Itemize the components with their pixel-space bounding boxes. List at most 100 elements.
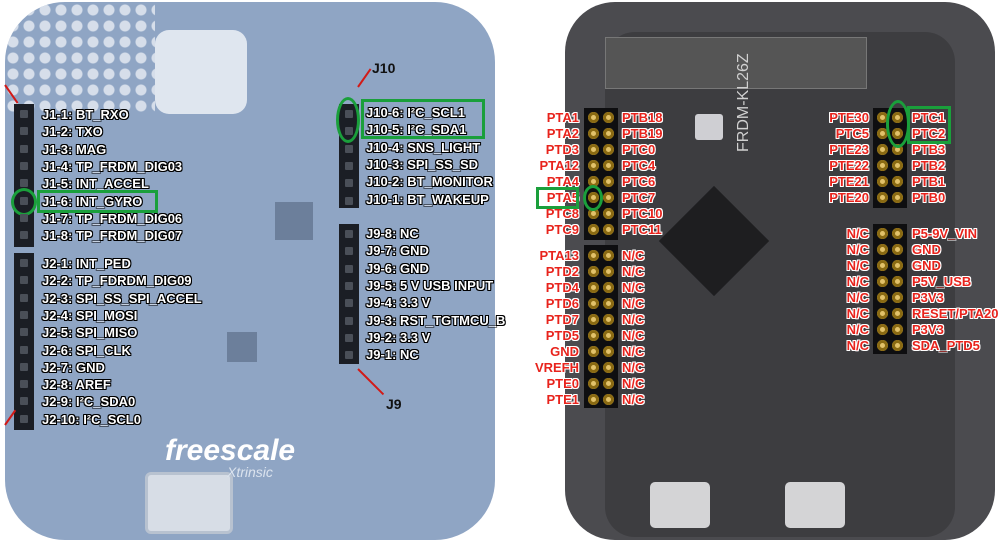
right-inner2-label: N/C [846, 258, 869, 273]
header-pin [345, 351, 353, 360]
header-pin [892, 244, 903, 255]
header-pin [20, 161, 28, 170]
header-pin [877, 260, 888, 271]
j2-pin-label: J2-6: SPI_CLK [42, 342, 131, 358]
header-pin [877, 112, 888, 123]
left-outer2-label: PTD2 [545, 264, 579, 279]
j9-pin-label: J9-8: NC [366, 226, 419, 241]
right-outer-label: PTB1 [912, 174, 946, 189]
left-inner-label: PTC6 [622, 174, 656, 189]
j1-pin-label: J1-1: BT_RXO [42, 107, 129, 122]
header-pin [603, 224, 614, 235]
xtrinsic-logo: Xtrinsic [227, 464, 273, 480]
left-outer-label: PTA12 [539, 158, 580, 173]
left-outer2-label: PTA13 [539, 248, 580, 263]
header-right-lower [873, 224, 907, 354]
j2-pin-label: J2-1: INT_PED [42, 256, 131, 271]
left-inner-label: PTC4 [622, 158, 656, 173]
header-pin [20, 414, 28, 423]
header-pin [345, 179, 353, 188]
header-pin [20, 310, 28, 319]
left-outer-label: PTA5 [546, 190, 579, 205]
j9-pin-label: J9-4: 3.3 V [366, 295, 431, 311]
right-inner2-label: N/C [846, 322, 869, 337]
j2-pin-label: J2-4: SPI_MOSI [42, 307, 138, 323]
left-outer2-label: PTE1 [546, 392, 579, 407]
usb-sda-connector [650, 482, 710, 528]
header-pin [345, 127, 353, 136]
left-outer2-label: PTE0 [546, 376, 579, 391]
header-pin [588, 208, 599, 219]
board-title: FRDM-KL26Z [735, 53, 752, 152]
header-pin [603, 144, 614, 155]
header-pin [588, 346, 599, 357]
header-pin [20, 179, 28, 188]
j10-pin-label: J10-4: SNS_LIGHT [366, 139, 481, 155]
header-pin [345, 110, 353, 118]
header-pin [20, 127, 28, 136]
header-pin [892, 260, 903, 271]
right-outer2-label: GND [912, 242, 941, 257]
j10-pin-label: J10-6: I²C_SCL1 [366, 105, 465, 120]
header-pin [20, 231, 28, 240]
left-inner2-label: N/C [622, 280, 645, 295]
header-pin [892, 308, 903, 319]
j1-pin-label: J1-8: TP_FRDM_DIG07 [42, 228, 183, 244]
left-outer-label: PTD3 [545, 142, 579, 157]
left-outer-label: PTA1 [546, 110, 579, 125]
j10-header-label: J10 [372, 60, 396, 76]
header-pin [345, 316, 353, 325]
j10-pin-label: J10-2: BT_MONITOR [366, 174, 493, 190]
j9-pin-label: J9-2: 3.3 V [366, 329, 431, 345]
right-inner2-label: N/C [846, 226, 869, 241]
header-pin [603, 192, 614, 203]
left-outer2-label: PTD4 [545, 280, 579, 295]
header-pin [588, 144, 599, 155]
right-inner2-label: N/C [846, 274, 869, 289]
header-pin [588, 128, 599, 139]
right-inner2-label: N/C [846, 242, 869, 257]
header-pin [892, 228, 903, 239]
right-outer2-label: SDA_PTD5 [912, 338, 980, 353]
header-pin [603, 128, 614, 139]
j9-pin-label: J9-3: RST_TGTMCU_B [366, 312, 506, 328]
j2-pin-label: J2-10: I²C_SCL0 [42, 411, 141, 427]
left-inner2-label: N/C [622, 248, 645, 263]
header-pin [588, 314, 599, 325]
header-pin [345, 299, 353, 308]
usb-kl26-connector [785, 482, 845, 528]
bluetooth-module [155, 30, 247, 114]
left-inner-label: PTC11 [622, 222, 662, 237]
j1-pin-label: J1-6: INT_GYRO [42, 193, 143, 209]
header-pin [588, 176, 599, 187]
j2-pin-label: J2-3: SPI_SS_SPI_ACCEL [42, 290, 202, 306]
j2-pin-label: J2-7: GND [42, 359, 105, 375]
left-inner-label: PTC7 [622, 190, 656, 205]
left-inner-label: PTC0 [622, 142, 656, 157]
left-inner2-label: N/C [622, 376, 645, 391]
right-inner-label: PTE30 [829, 110, 869, 125]
j10-pin-label: J10-5: I²C_SDA1 [366, 122, 467, 138]
j2-pin-label: J2-9: I²C_SDA0 [42, 394, 136, 410]
header-pin [892, 176, 903, 187]
left-inner2-label: N/C [622, 360, 645, 375]
header-pin [588, 362, 599, 373]
header-pin [588, 224, 599, 235]
header-pin [20, 110, 28, 118]
header-pin [877, 276, 888, 287]
header-pin [877, 308, 888, 319]
j1-pin-label: J1-4: TP_FRDM_DIG03 [42, 158, 183, 174]
header-pin [877, 128, 888, 139]
header-pin [588, 394, 599, 405]
header-pin [603, 250, 614, 261]
header-pin [603, 176, 614, 187]
header-pin [345, 230, 353, 238]
highlight-i2c-1 [361, 99, 485, 139]
header-j9 [339, 224, 359, 364]
header-pin [892, 160, 903, 171]
header-pin [345, 264, 353, 273]
header-j2 [14, 253, 34, 430]
freescale-logo: freescale [165, 434, 296, 467]
sensor-shield-board: freescale Xtrinsic [5, 2, 495, 540]
right-outer2-label: P3V3 [912, 322, 944, 337]
